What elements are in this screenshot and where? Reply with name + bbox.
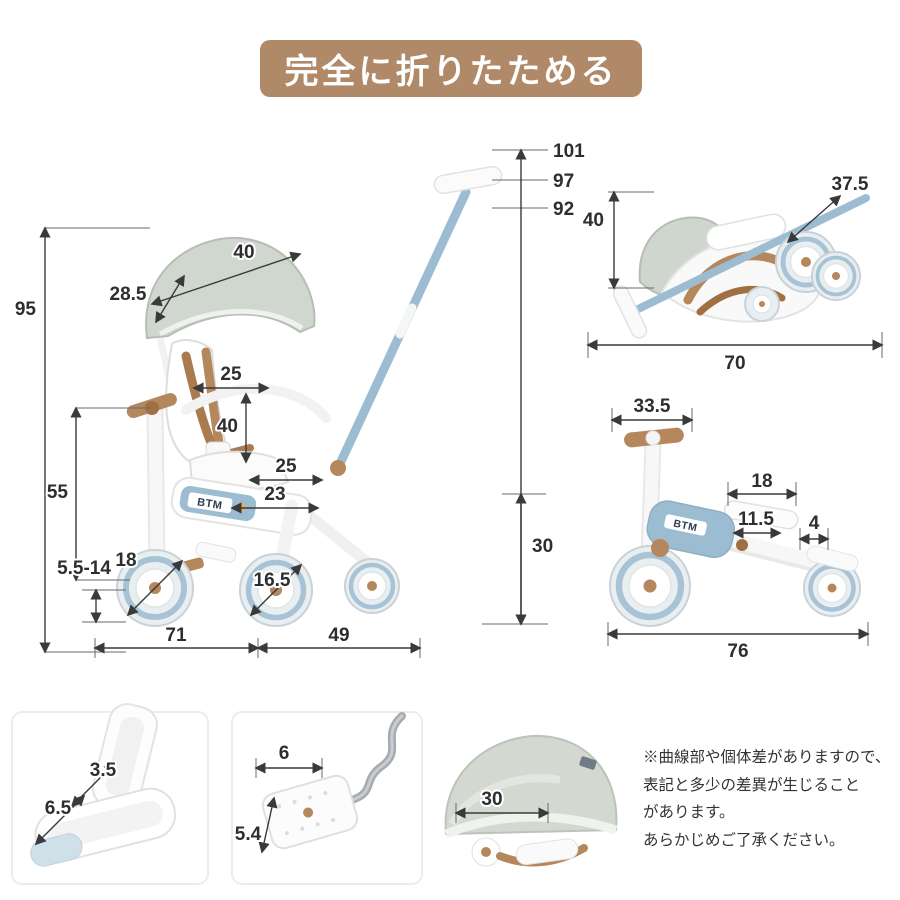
note-line-1: ※曲線部や個体差がありますので、 (643, 749, 891, 766)
dim-label-pedal-depth: 5.4 (235, 824, 262, 845)
dim-label-folded-width: 70 (724, 353, 745, 374)
dim-label-canopy-detail-width: 30 (481, 789, 502, 810)
page-title: 完全に折りたためる (284, 53, 618, 91)
dim-seat-inner-width: 25 (192, 362, 270, 394)
wheel-bike-rear (803, 559, 861, 617)
dim-label-seat-inner-width: 25 (220, 364, 242, 385)
dim-seat-depth: 25 (248, 454, 324, 486)
dim-label-bike-total-length: 76 (727, 641, 748, 662)
dim-label-bike-seat-length: 18 (751, 471, 772, 492)
dim-label-seat-length: 23 (264, 484, 285, 505)
dim-label-rear-wheel: 16.5 (254, 570, 291, 591)
dim-bike-rear-gap: 4 (798, 511, 830, 550)
dim-label-strap-width: 3.5 (90, 760, 117, 781)
wheel-folded-2 (811, 251, 861, 301)
dim-label-bike-rear-gap: 4 (809, 513, 820, 534)
dim-label-pedal-width: 6 (279, 743, 290, 764)
dim-label-length-rear: 49 (328, 625, 349, 646)
dim-strap-length: 6.5 (34, 794, 86, 846)
dim-canopy-depth: 28.5 (108, 274, 185, 324)
wheel-rear-far (344, 558, 400, 614)
dim-length-front: 71 (93, 623, 260, 658)
dim-label-backrest-height: 40 (217, 416, 238, 437)
dim-label-strap-length: 6.5 (45, 798, 72, 819)
dim-label-front-wheel: 18 (115, 550, 136, 571)
dim-front-wheel: 18 (113, 548, 184, 617)
push-handle (433, 165, 503, 195)
dim-pedal-depth: 5.4 (233, 796, 278, 854)
dim-label-folded-height: 40 (583, 210, 604, 231)
pedal-detail-illustration (231, 711, 423, 885)
dim-canopy-detail-width: 30 (454, 787, 550, 823)
dim-length-rear: 49 (256, 623, 422, 658)
dim-folded-depth: 37.5 (786, 172, 871, 244)
dim-label-length-front: 71 (165, 625, 187, 646)
dim-label-folded-depth: 37.5 (832, 174, 869, 195)
dim-label-total-height: 95 (15, 299, 37, 320)
note-line-2: 表記と多少の差異が生じること (643, 776, 861, 794)
bike-frame-body: BTM (646, 500, 736, 559)
dimension-annotations: 101 97 92 30 95 55 (13, 139, 884, 854)
wheel-bike-front (609, 545, 691, 627)
dim-label-seat-depth: 25 (275, 456, 297, 477)
dim-strap-width: 3.5 (70, 758, 119, 808)
dim-label-handle-mid: 97 (553, 171, 574, 192)
canopy-detail-illustration (444, 734, 618, 867)
dim-bike-total-length: 76 (606, 622, 870, 664)
dim-rear-wheel: 16.5 (249, 563, 303, 617)
dim-label-handle-max: 101 (553, 141, 585, 162)
dim-bike-handlebar-width: 33.5 (610, 394, 694, 432)
dim-label-bike-handlebar: 33.5 (634, 396, 671, 417)
dim-bike-seat-width: 11.5 (732, 507, 782, 539)
brand-logo-bike: BTM (672, 518, 698, 535)
dim-backrest-height: 40 (215, 392, 252, 464)
dim-ground-clearance: 5.5-14 (55, 556, 126, 624)
child-handlebar (126, 392, 177, 575)
dim-label-ground-clearance: 5.5-14 (57, 558, 111, 579)
folded-trike-illustration (612, 194, 870, 339)
dim-label-bike-seat-width: 11.5 (738, 509, 774, 530)
main-trike-illustration: BTM (116, 165, 503, 627)
dim-label-handle-min: 92 (553, 199, 574, 220)
note-line-4: あらかじめご了承ください。 (643, 831, 845, 849)
folded-push-handle (612, 285, 648, 339)
dim-label-rear-height: 30 (532, 536, 553, 557)
footrest (195, 541, 237, 563)
note-line-3: があります。 (643, 804, 735, 821)
dim-bike-seat-length: 18 (726, 469, 798, 506)
dim-pedal-width: 6 (254, 741, 324, 778)
dim-seat-height: 55 (45, 406, 150, 582)
dim-label-canopy-width: 40 (233, 242, 254, 263)
dim-seat-length: 23 (230, 482, 320, 514)
dim-folded-height: 40 (581, 190, 654, 290)
balance-bike-illustration: BTM (609, 427, 861, 627)
brand-logo-main: BTM (196, 496, 223, 512)
title-banner: 完全に折りたためる (260, 40, 642, 97)
dim-folded-width: 70 (586, 332, 884, 376)
bike-seat (723, 500, 799, 530)
strap-detail-illustration (11, 703, 209, 885)
disclaimer-note: ※曲線部や個体差がありますので、 表記と多少の差異が生じること があります。 あ… (643, 744, 899, 854)
dim-label-seat-height: 55 (47, 482, 69, 503)
wheel-folded-3 (744, 286, 780, 322)
dim-label-canopy-depth: 28.5 (110, 284, 147, 305)
dim-total-height: 95 (13, 226, 150, 654)
dim-rear-height: 30 (502, 492, 555, 626)
dim-handle-heights: 101 97 92 (482, 139, 587, 626)
